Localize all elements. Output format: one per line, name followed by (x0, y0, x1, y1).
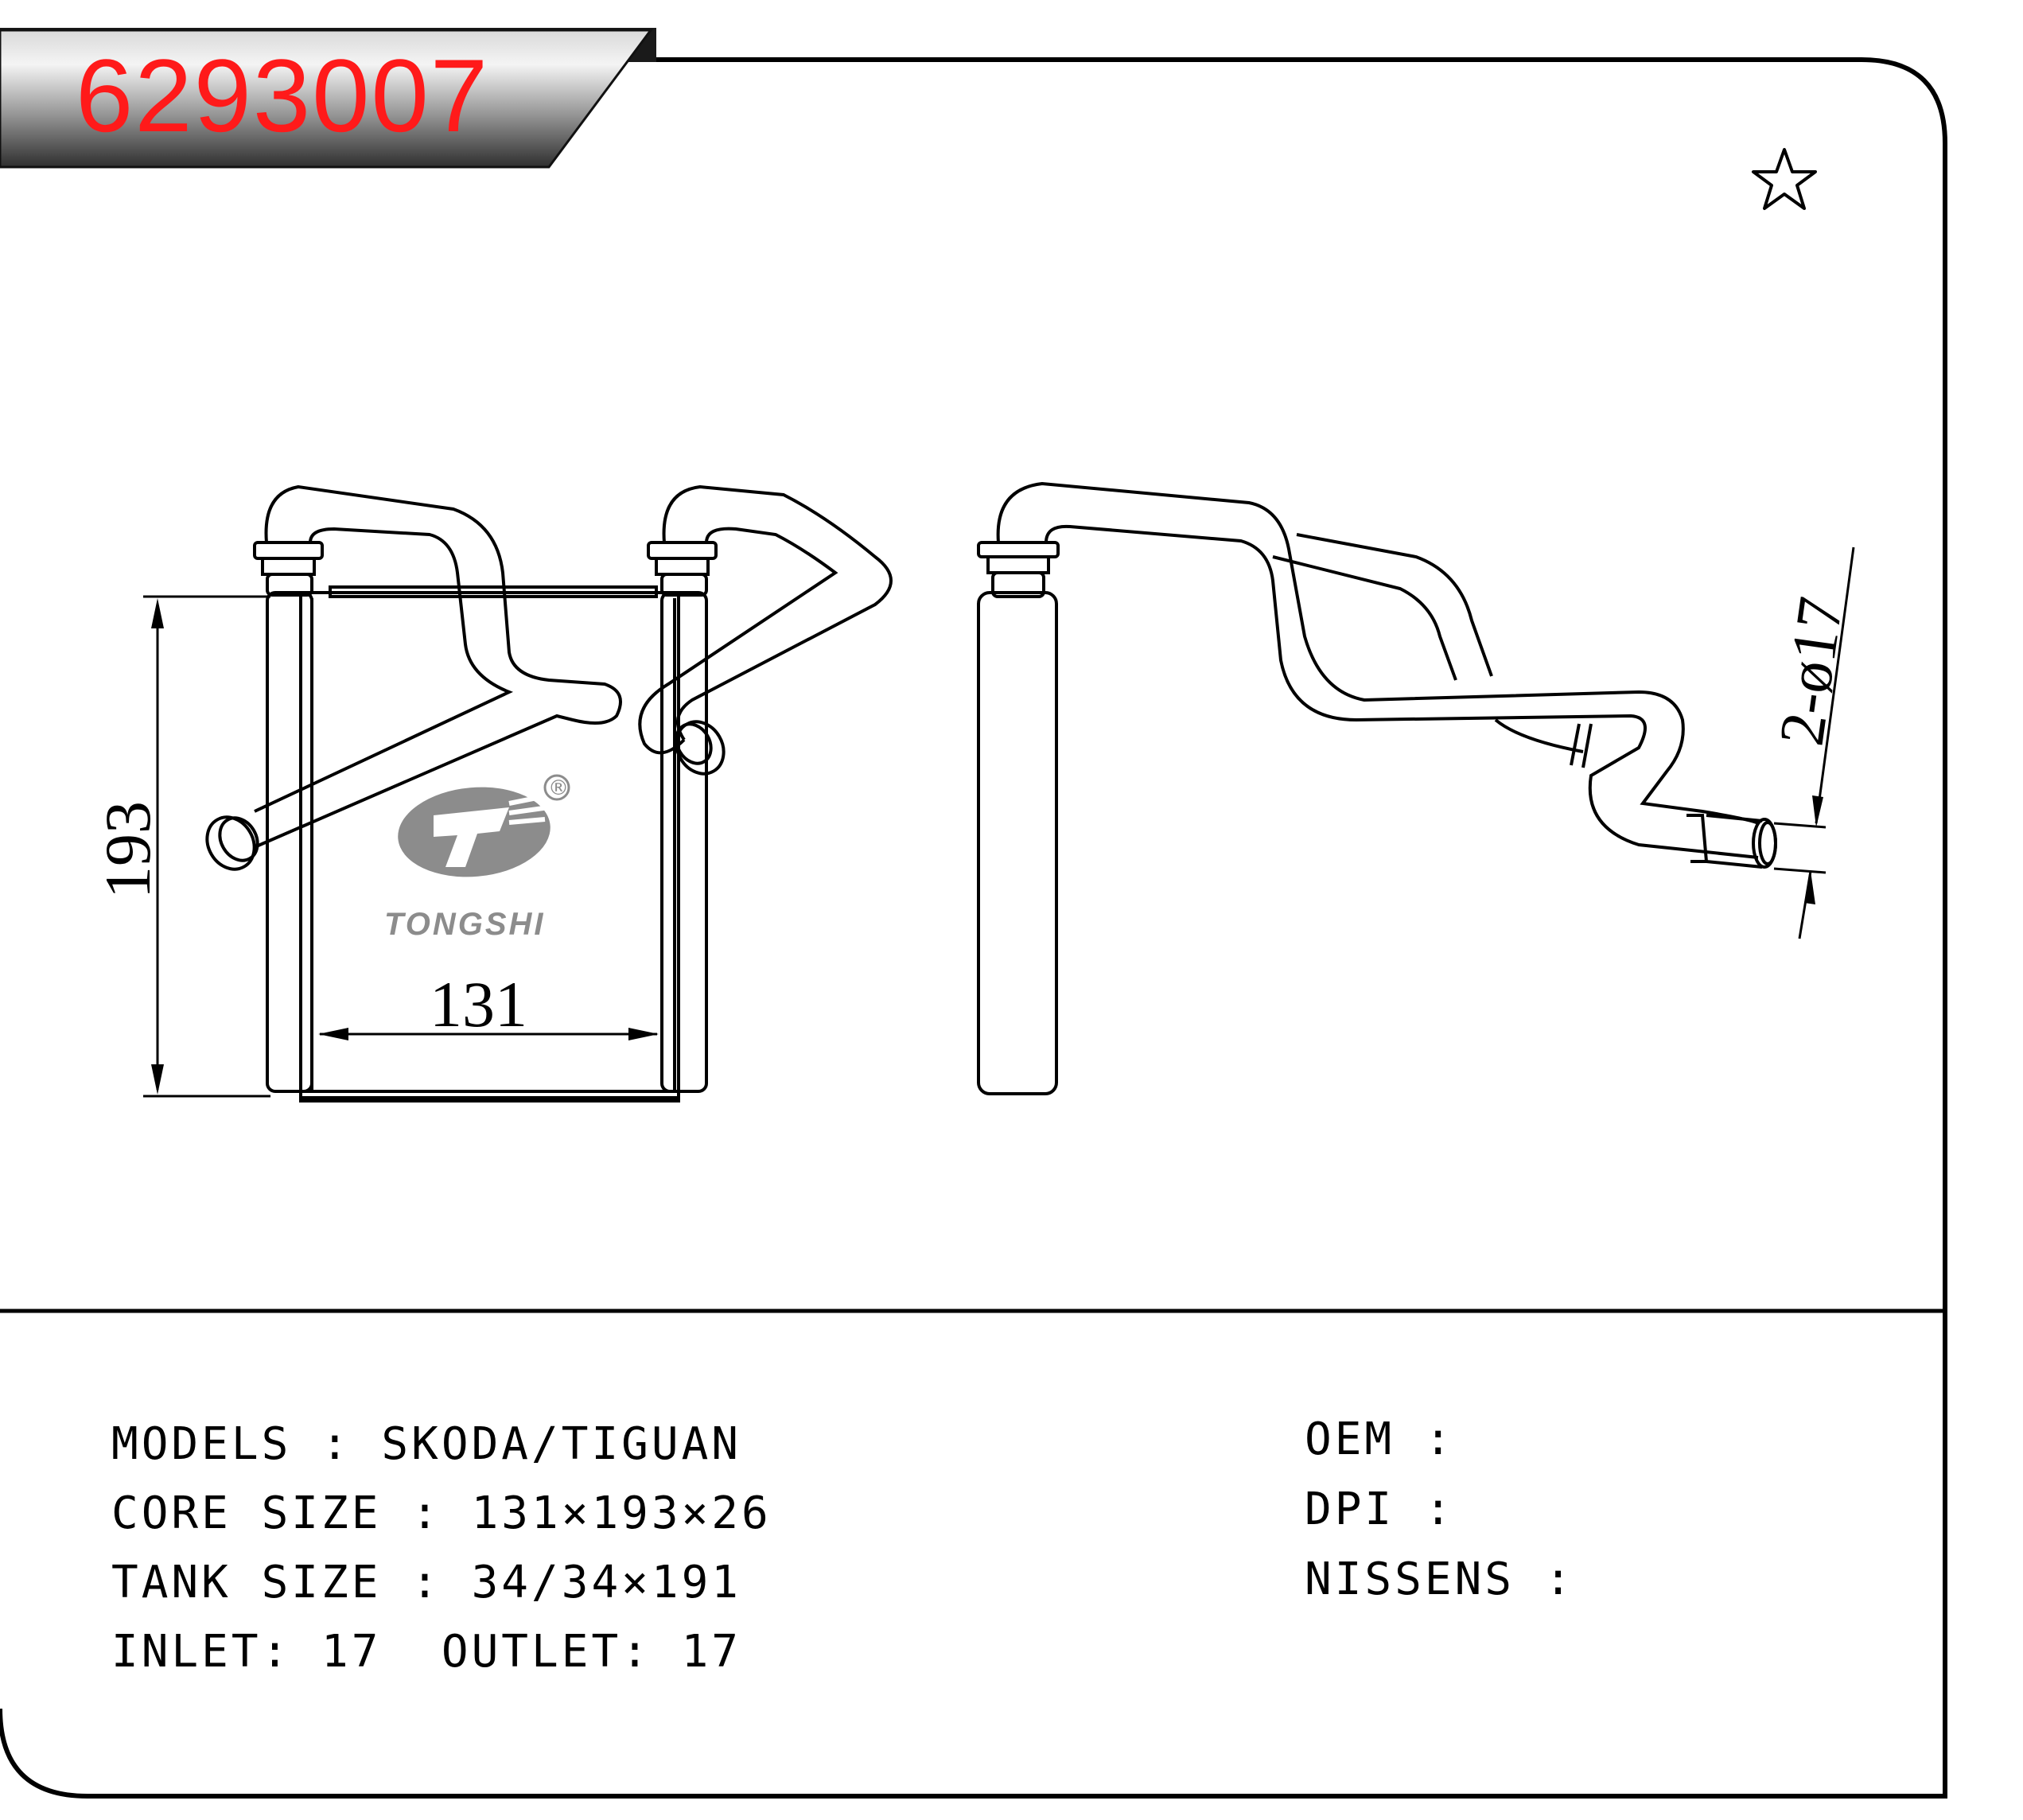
width-dimension (318, 1028, 659, 1040)
logo-registered: ® (548, 776, 569, 800)
left-pipe (254, 484, 622, 849)
width-dimension-label: 131 (430, 968, 527, 1040)
spec-core-size: CORE SIZE : 131×193×26 (111, 1488, 772, 1539)
side-core-body (977, 591, 1058, 1095)
side-fitting (977, 541, 1060, 598)
frame-border (0, 57, 1947, 1799)
left-pipe-end (205, 815, 256, 871)
right-tank (660, 591, 708, 1093)
left-tank (266, 591, 313, 1093)
star-outline-icon (1752, 148, 1817, 210)
heater-core-front-view (205, 484, 893, 1102)
heater-core-side-view (977, 481, 1777, 1095)
logo-text: TONGSHI (384, 907, 546, 942)
tongshi-logo: TONGSHI ® (384, 774, 570, 942)
left-fitting (253, 541, 324, 597)
pipe-diameter-label: 2-ø17 (1767, 593, 1857, 749)
outlet-stub (1686, 814, 1763, 869)
spec-inlet-outlet: INLET: 17 OUTLET: 17 (111, 1626, 742, 1678)
height-dimension-label: 193 (91, 801, 164, 899)
height-dimension (143, 595, 270, 1098)
core-body (299, 591, 680, 1099)
spec-nissens: NISSENS : (1305, 1554, 1575, 1605)
right-fitting (647, 541, 718, 597)
part-number-badge: 6293007 (0, 28, 656, 169)
pipe-diameter-dimension (1773, 546, 1855, 939)
side-pipes (996, 481, 1759, 859)
spec-dpi: DPI : (1305, 1484, 1455, 1535)
spec-models: MODELS : SKODA/TIGUAN (111, 1418, 742, 1470)
spec-oem: OEM : (1305, 1414, 1455, 1465)
part-number: 6293007 (76, 37, 489, 154)
right-pipe (638, 484, 893, 755)
spec-tank-size: TANK SIZE : 34/34×191 (111, 1557, 742, 1608)
